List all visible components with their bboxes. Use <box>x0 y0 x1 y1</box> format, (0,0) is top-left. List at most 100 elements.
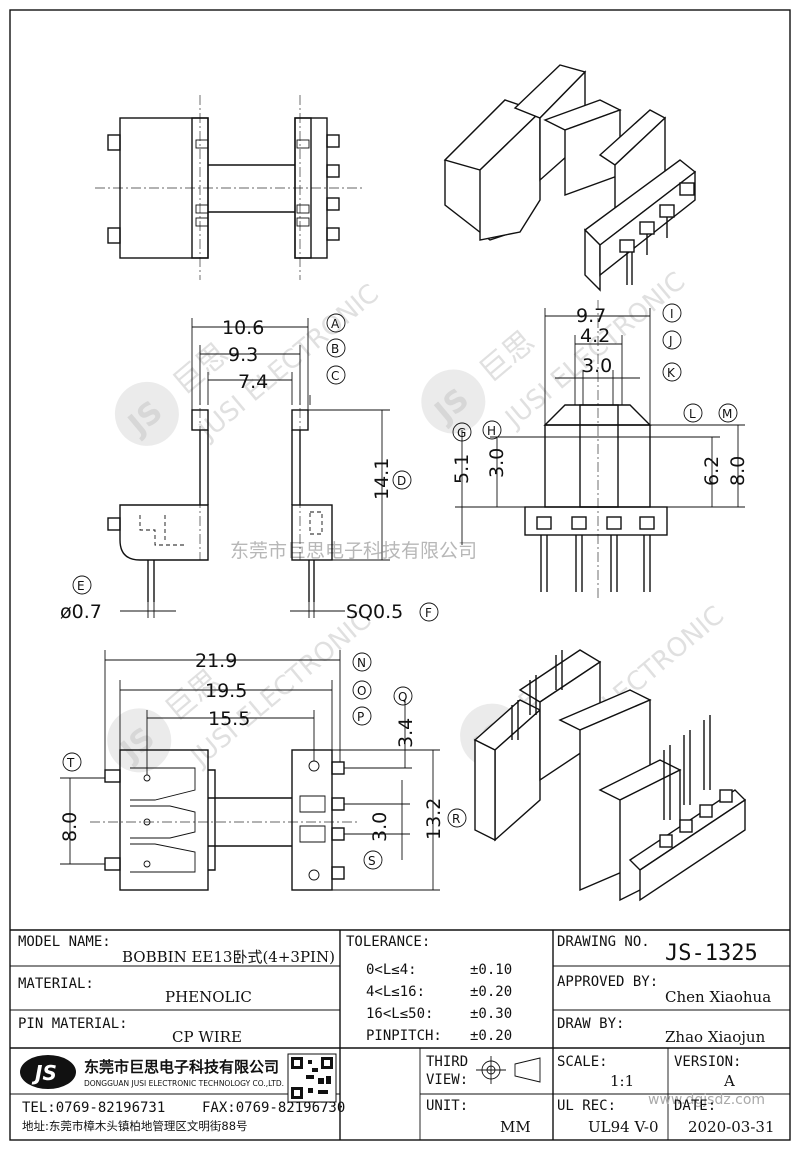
svg-text:L: L <box>689 407 696 421</box>
website-watermark: www.dgjsdz.com <box>648 1092 765 1108</box>
svg-text:N: N <box>357 656 366 670</box>
dim-4-2: 4.2 <box>580 325 610 347</box>
title-block <box>10 929 790 1140</box>
dim-3-0-top: 3.0 <box>582 355 612 377</box>
scale-label: SCALE: <box>557 1054 608 1070</box>
ul-rec-value: UL94 V-0 <box>588 1118 659 1136</box>
tol-value-2: ±0.20 <box>470 984 512 1000</box>
svg-text:J: J <box>668 334 673 348</box>
drawing-no-value: JS-1325 <box>665 941 758 966</box>
callout-g: G <box>452 422 472 442</box>
dim-21-9: 21.9 <box>195 650 237 672</box>
company-fax: FAX:0769-82196730 <box>202 1100 345 1116</box>
dim-14-1: 14.1 <box>371 458 393 500</box>
svg-text:P: P <box>357 710 364 724</box>
dim-13-2: 13.2 <box>423 798 445 840</box>
company-name-cn: 东莞市巨思电子科技有限公司 <box>84 1058 279 1076</box>
dim-3-4: 3.4 <box>395 718 417 748</box>
tolerance-label: TOLERANCE: <box>346 934 430 950</box>
dim-3-0-bottom: 3.0 <box>369 812 391 842</box>
model-name-value: BOBBIN EE13卧式(4+3PIN) <box>122 948 335 966</box>
tol-range-1: 0<L≤4: <box>366 962 417 978</box>
date-value: 2020-03-31 <box>688 1118 774 1136</box>
pin-material-value: CP WIRE <box>172 1028 242 1046</box>
svg-text:M: M <box>722 407 732 421</box>
callout-j: J <box>662 330 682 350</box>
scale-value: 1:1 <box>610 1072 634 1090</box>
tol-value-4: ±0.20 <box>470 1028 512 1044</box>
svg-text:B: B <box>331 342 339 356</box>
drawing-no-label: DRAWING NO. <box>557 934 650 950</box>
approved-by-value: Chen Xiaohua <box>665 988 771 1006</box>
callout-p: P <box>352 706 372 726</box>
front-view-dimensions <box>120 318 390 618</box>
third-view-label-2: VIEW: <box>426 1072 468 1088</box>
dim-sq-0-5: SQ0.5 <box>346 601 403 623</box>
top-view <box>95 95 365 280</box>
pin-material-label: PIN MATERIAL: <box>18 1016 128 1032</box>
material-value: PHENOLIC <box>165 988 252 1006</box>
svg-text:E: E <box>77 579 85 593</box>
unit-label: UNIT: <box>426 1098 468 1114</box>
callout-c: C <box>326 365 346 385</box>
company-name-en: DONGGUAN JUSI ELECTRONIC TECHNOLOGY CO.,… <box>84 1079 284 1088</box>
svg-text:S: S <box>368 854 376 868</box>
dim-6-2: 6.2 <box>701 456 723 486</box>
svg-text:A: A <box>331 317 340 331</box>
dim-15-5: 15.5 <box>208 708 250 730</box>
tol-range-2: 4<L≤16: <box>366 984 425 1000</box>
dim-8-0-bottom: 8.0 <box>59 812 81 842</box>
svg-text:I: I <box>670 307 674 321</box>
tol-value-3: ±0.30 <box>470 1006 512 1022</box>
svg-text:T: T <box>66 756 75 770</box>
side-view-dimensions <box>455 308 745 545</box>
svg-text:C: C <box>331 369 339 383</box>
callout-e: E <box>72 575 92 595</box>
svg-text:R: R <box>452 812 460 826</box>
dim-9-7: 9.7 <box>576 305 606 327</box>
callouts: A B C D E F G H I J K L M N O P Q R S T <box>62 303 738 870</box>
callout-b: B <box>326 338 346 358</box>
svg-text:D: D <box>397 474 406 488</box>
iso-view-top <box>443 64 697 292</box>
side-view <box>524 300 668 600</box>
callout-m: M <box>718 403 738 423</box>
iso-view-bottom <box>473 649 747 902</box>
draw-by-value: Zhao Xiaojun <box>665 1028 766 1046</box>
approved-by-label: APPROVED BY: <box>557 974 658 990</box>
svg-text:F: F <box>425 606 432 620</box>
version-value: A <box>723 1072 735 1090</box>
callout-o: O <box>352 680 372 700</box>
callout-a: A <box>326 313 346 333</box>
dim-phi-0-7: ø0.7 <box>60 601 102 623</box>
callout-h: H <box>482 420 502 440</box>
svg-text:Q: Q <box>398 690 407 704</box>
callout-f: F <box>419 602 439 622</box>
dim-19-5: 19.5 <box>205 680 247 702</box>
model-name-label: MODEL NAME: <box>18 934 111 950</box>
third-view-label-1: THIRD <box>426 1054 468 1070</box>
callout-s: S <box>363 850 383 870</box>
bottom-view-dimensions <box>60 650 440 891</box>
qr-code <box>287 1053 337 1103</box>
tol-range-3: 16<L≤50: <box>366 1006 433 1022</box>
date-label: DATE: <box>674 1098 716 1114</box>
svg-text:G: G <box>457 426 466 440</box>
tol-value-1: ±0.10 <box>470 962 512 978</box>
sheet-border <box>9 9 791 1141</box>
callout-n: N <box>352 652 372 672</box>
svg-text:H: H <box>487 424 496 438</box>
watermark-company-text: 东莞市巨思电子科技有限公司 <box>230 540 477 562</box>
svg-text:JS: JS <box>31 1061 57 1085</box>
draw-by-label: DRAW BY: <box>557 1016 624 1032</box>
ul-rec-label: UL REC: <box>557 1098 616 1114</box>
callout-i: I <box>662 303 682 323</box>
dim-9-3: 9.3 <box>228 344 258 366</box>
tol-range-4: PINPITCH: <box>366 1028 442 1044</box>
dim-8-0-side: 8.0 <box>727 456 749 486</box>
unit-value: MM <box>500 1118 531 1136</box>
callout-k: K <box>662 362 682 382</box>
company-address: 地址:东莞市樟木头镇柏地管理区文明街88号 <box>22 1119 248 1133</box>
front-view <box>107 390 333 602</box>
callout-r: R <box>447 808 467 828</box>
